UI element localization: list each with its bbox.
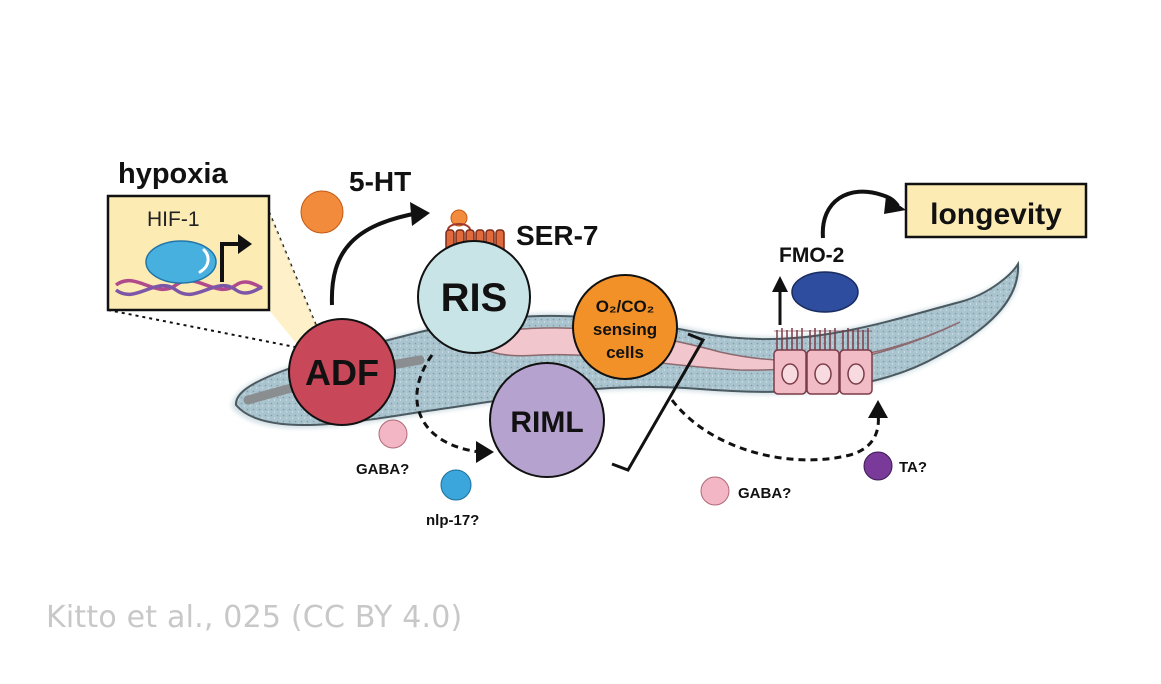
sensing-cells [572, 274, 678, 380]
riml-label: RIML [510, 406, 583, 439]
ser7-label: SER-7 [516, 220, 598, 251]
ris-to-riml-arrow [415, 354, 481, 454]
longevity-label: longevity [930, 198, 1062, 231]
fmo2-to-longevity-arrow [820, 189, 900, 239]
ris-label: RIS [441, 276, 508, 320]
hypoxia-label: hypoxia [118, 158, 228, 190]
adf-neuron [288, 318, 396, 426]
neurons-to-intestine-arrow [670, 399, 880, 462]
neuron-bracket [611, 332, 706, 472]
gaba-label-left: GABA? [356, 461, 409, 478]
fmo2-protein [791, 271, 859, 313]
nlp17-molecule [440, 469, 472, 501]
hif1-box: HIF-1 [106, 194, 271, 312]
ta-label: TA? [899, 459, 927, 476]
serotonin-molecule [300, 190, 344, 234]
ta-molecule [863, 451, 893, 481]
hif1-protein [145, 240, 217, 284]
transcription-arrow [220, 242, 240, 282]
dna-strand [114, 278, 263, 292]
sensing-label-line3: cells [606, 343, 644, 362]
hif1-label: HIF-1 [147, 208, 200, 231]
sensing-label-line1: O₂/CO₂ [596, 297, 655, 316]
intestinal-cells [773, 328, 873, 395]
adf-label: ADF [305, 352, 379, 393]
ris-neuron [417, 240, 531, 354]
gaba-molecule-left [378, 419, 408, 449]
zoom-lines [107, 211, 321, 349]
gaba-label-right: GABA? [738, 485, 791, 502]
sensing-label-line2: sensing [593, 320, 657, 339]
riml-neuron [489, 362, 605, 478]
longevity-box [904, 182, 1088, 239]
dna-strand [114, 283, 263, 297]
nlp17-label: nlp-17? [426, 512, 479, 529]
gaba-molecule-right [700, 476, 730, 506]
image-credit: Kitto et al., 025 (CC BY 4.0) [46, 600, 463, 635]
serotonin-label: 5-HT [349, 166, 411, 197]
adf-to-ris-arrow [329, 211, 419, 306]
fmo2-label: FMO-2 [779, 244, 844, 267]
